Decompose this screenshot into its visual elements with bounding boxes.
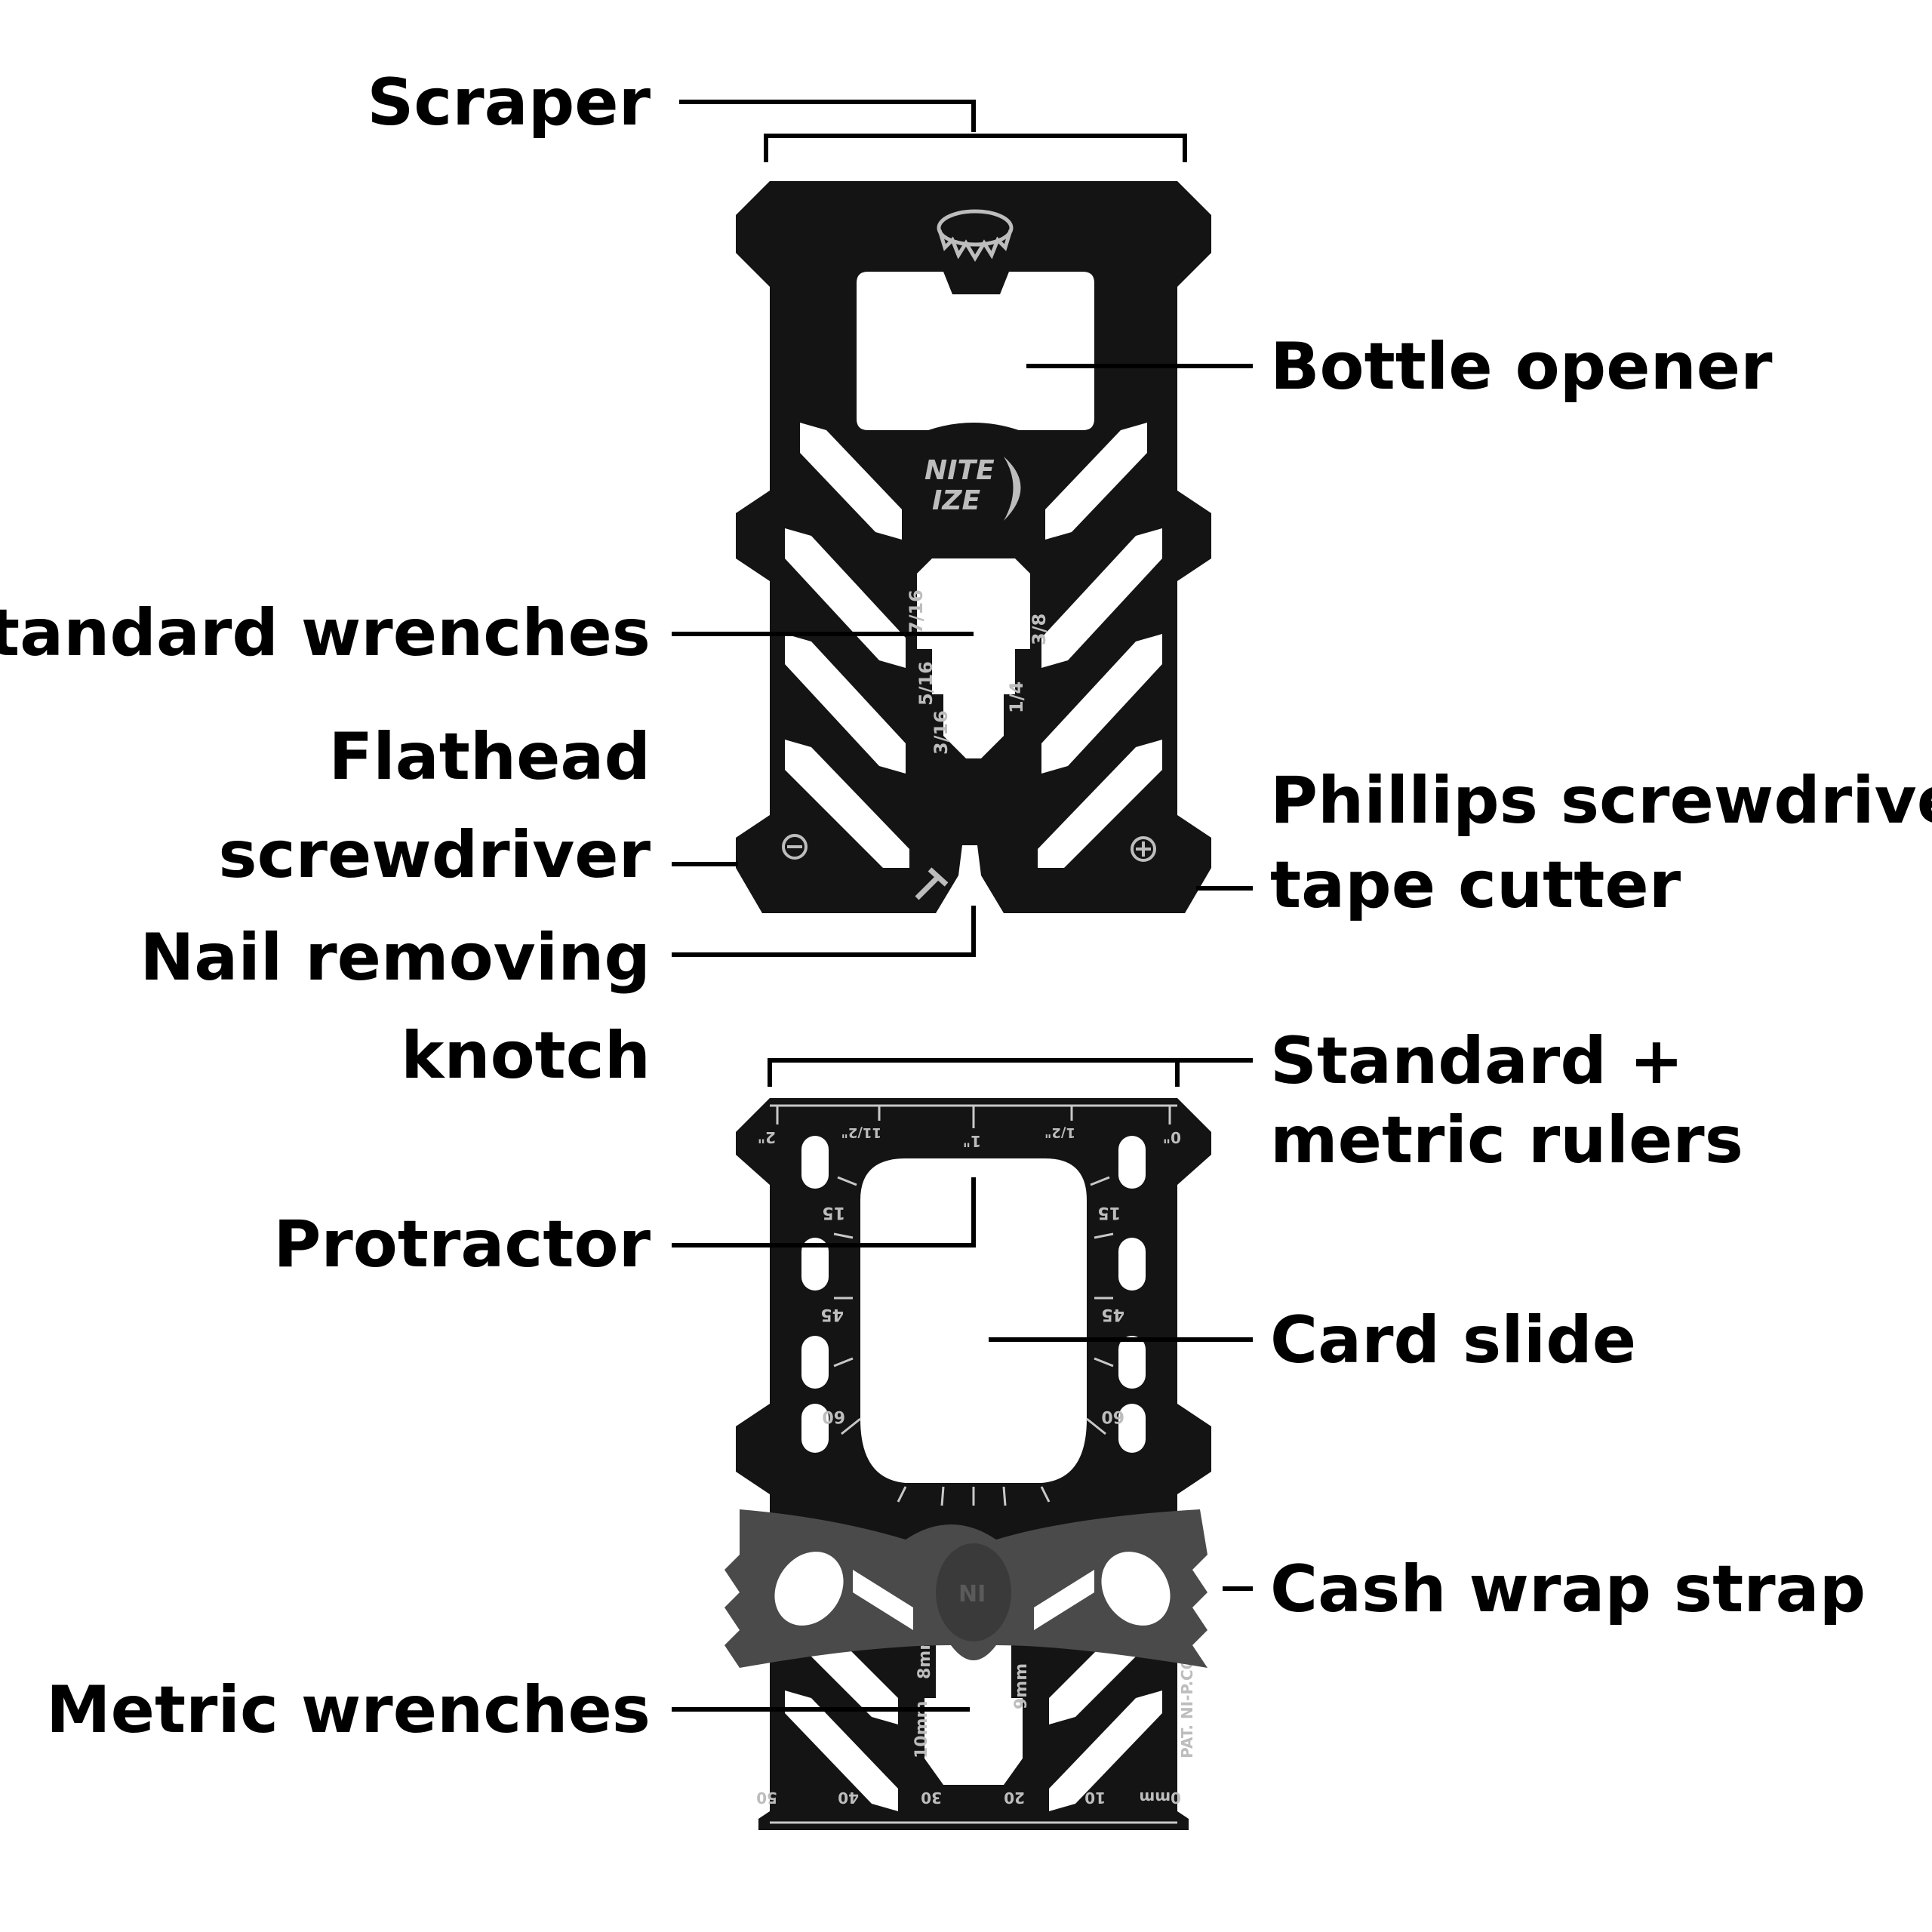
label-protractor: Protractor [273, 1207, 651, 1282]
bottle-opener-window [857, 272, 1094, 430]
svg-text:0": 0" [1163, 1128, 1181, 1146]
svg-text:1/2": 1/2" [1044, 1124, 1075, 1140]
svg-text:0mm: 0mm [1139, 1789, 1181, 1807]
svg-text:9mm: 9mm [1012, 1663, 1031, 1709]
svg-text:NITE: NITE [924, 455, 995, 486]
bottle-cap-icon [937, 209, 1014, 262]
back-side-slots-left [801, 1136, 829, 1453]
label-rulers-line1: Standard + [1270, 1023, 1684, 1099]
svg-text:3/16: 3/16 [931, 710, 952, 755]
label-card-slide: Card slide [1270, 1303, 1636, 1378]
standard-wrench-labels: 7/16 3/8 5/16 1/4 3/16 [906, 589, 1050, 755]
scraper-line [679, 100, 1187, 162]
nail-icon [915, 867, 949, 900]
svg-text:30: 30 [921, 1789, 942, 1807]
label-standard-wrenches: Standard wrenches [0, 595, 651, 671]
label-bottle-opener: Bottle opener [1270, 329, 1773, 405]
svg-text:3/8: 3/8 [1029, 614, 1050, 645]
brand-logo: NITE IZE [924, 455, 1021, 521]
label-phillips-line2: tape cutter [1270, 848, 1681, 923]
callout-lines [672, 100, 1253, 1712]
tool-front: NITE IZE 7/16 3/8 5/16 1/4 3/16 [736, 181, 1211, 913]
svg-text:PAT. NI-P.CO: PAT. NI-P.CO [1178, 1657, 1196, 1758]
svg-text:45: 45 [1101, 1305, 1124, 1324]
inch-ruler: 2" 11/2" 1" 1/2" 0" [758, 1104, 1181, 1150]
back-side-slots-right [1118, 1136, 1146, 1453]
strap-logo: NI [958, 1581, 986, 1607]
front-slots-right [1038, 423, 1162, 868]
svg-text:40: 40 [838, 1789, 859, 1807]
phillips-plus-icon [1131, 836, 1156, 862]
svg-text:7/16: 7/16 [906, 589, 927, 634]
svg-text:15: 15 [1097, 1203, 1121, 1222]
svg-text:IZE: IZE [932, 485, 980, 516]
label-rulers-line2: metric rulers [1270, 1103, 1743, 1178]
svg-text:60: 60 [822, 1407, 845, 1426]
label-nail-line2: knotch [401, 1018, 651, 1094]
label-flathead-line1: Flathead [328, 719, 651, 795]
label-cash-wrap: Cash wrap strap [1270, 1552, 1866, 1627]
svg-text:1": 1" [963, 1132, 981, 1150]
svg-text:5/16: 5/16 [915, 661, 937, 706]
card-slide-window [860, 1158, 1087, 1483]
tool-back: 2" 11/2" 1" 1/2" 0" [724, 1098, 1211, 1830]
metric-wrench-cutout [924, 1645, 1023, 1785]
callout-labels: Scraper Bottle opener Standard wrenches … [0, 65, 1932, 1748]
svg-text:11/2": 11/2" [841, 1124, 881, 1140]
svg-text:50: 50 [756, 1789, 777, 1807]
protractor-scale: 15 15 45 45 60 60 [820, 1176, 1124, 1506]
svg-text:60: 60 [1101, 1407, 1124, 1426]
svg-text:20: 20 [1004, 1789, 1025, 1807]
cash-wrap-strap: NI [724, 1509, 1208, 1668]
metric-ruler: 50 40 30 20 10 0mm [756, 1789, 1181, 1824]
svg-text:15: 15 [822, 1203, 845, 1222]
label-nail-line1: Nail removing [140, 920, 651, 995]
nail-line [672, 906, 976, 957]
svg-text:1/4: 1/4 [1006, 681, 1027, 713]
svg-text:10: 10 [1084, 1789, 1106, 1807]
label-flathead-line2: screwdriver [218, 817, 651, 893]
protractor-line [672, 1177, 976, 1247]
label-phillips-line1: Phillips screwdriver/ [1270, 763, 1932, 838]
rulers-line [768, 1058, 1253, 1087]
label-metric-wrenches: Metric wrenches [46, 1672, 651, 1748]
svg-text:2": 2" [758, 1128, 776, 1146]
standard-wrench-cutout [917, 558, 1030, 758]
flathead-minus-icon [782, 834, 808, 860]
svg-text:45: 45 [820, 1305, 844, 1324]
label-scraper: Scraper [367, 65, 651, 140]
